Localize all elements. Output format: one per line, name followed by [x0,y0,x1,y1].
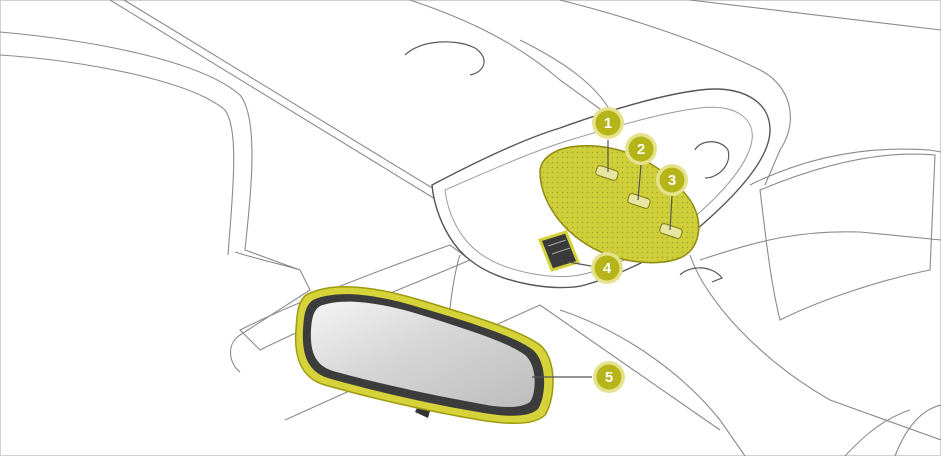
callout-4: 4 [591,252,623,284]
callout-2-label: 2 [637,141,645,158]
rear-view-mirror [296,287,553,423]
callout-3-label: 3 [668,172,676,189]
callout-1: 1 [592,107,624,139]
callout-5: 5 [593,361,625,393]
callout-2: 2 [625,133,657,165]
callout-3: 3 [656,164,688,196]
callout-4-label: 4 [603,260,612,277]
callout-5-label: 5 [605,369,613,386]
callout-1-label: 1 [604,115,612,132]
